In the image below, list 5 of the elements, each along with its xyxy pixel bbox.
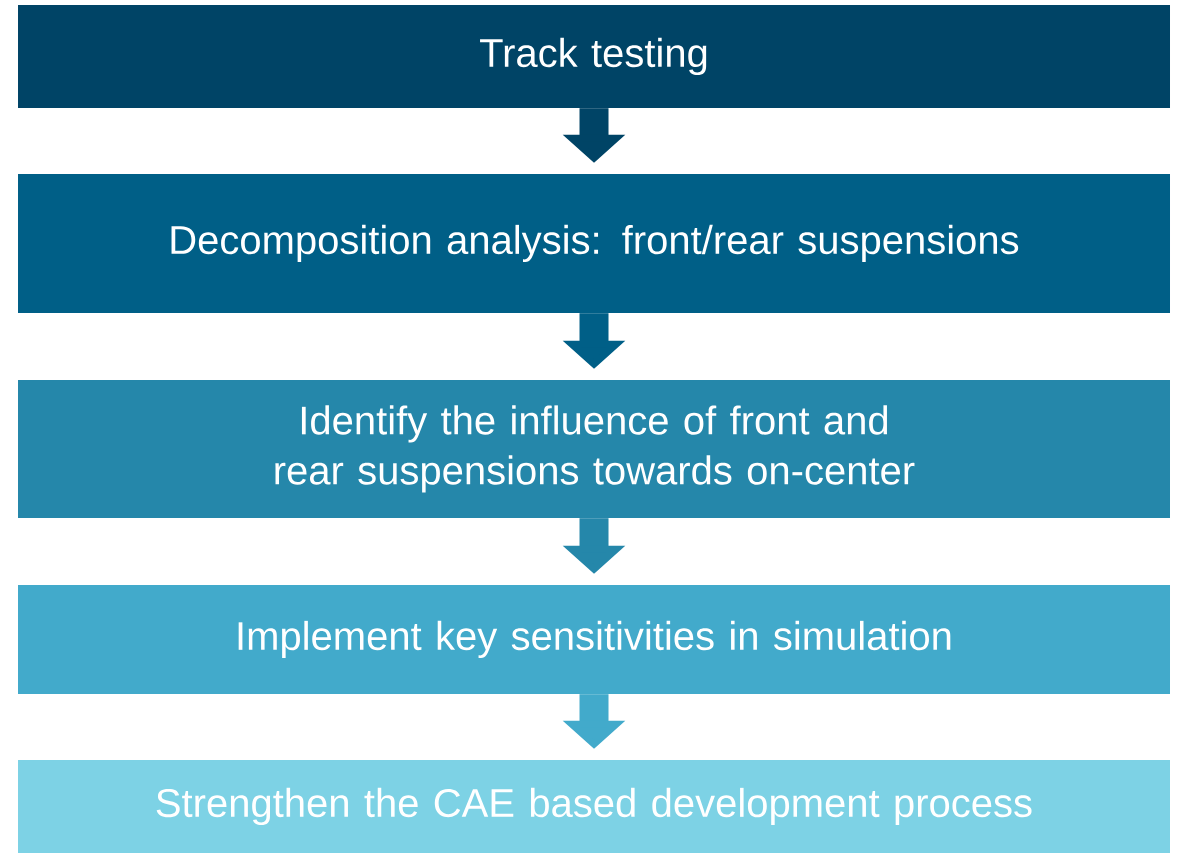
process-box: Decomposition analysis: front/rear suspensions xyxy=(18,174,1170,313)
process-box: Implement key sensitivities in simulation xyxy=(18,585,1170,694)
process-box: Identify the influence of front and rear suspensions towards on-center xyxy=(18,380,1170,518)
process-box: Track testing xyxy=(18,5,1170,108)
process-box: Strengthen the CAE based development process xyxy=(18,760,1170,853)
